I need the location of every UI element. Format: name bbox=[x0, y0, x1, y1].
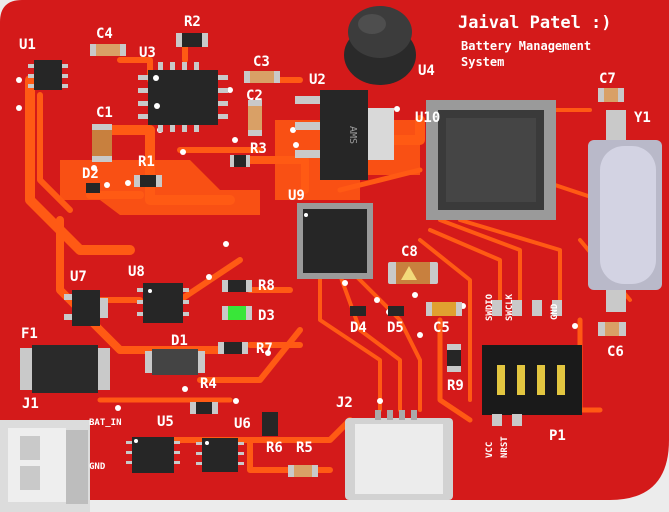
label-c3: C3 bbox=[253, 54, 270, 70]
label-u8: U8 bbox=[128, 264, 145, 280]
chip-u2: AMS bbox=[295, 90, 394, 180]
pin-label-bat-in: BAT_IN bbox=[89, 418, 122, 428]
pin1-markers bbox=[134, 75, 308, 445]
passives bbox=[86, 33, 626, 477]
label-u9: U9 bbox=[288, 188, 305, 204]
label-u1: U1 bbox=[19, 37, 36, 53]
label-c4: C4 bbox=[96, 26, 113, 42]
label-r2: R2 bbox=[184, 14, 201, 30]
label-r8: R8 bbox=[258, 278, 275, 294]
header-p1 bbox=[482, 300, 582, 426]
board-subtitle-1: Battery Management bbox=[461, 39, 591, 53]
label-d4: D4 bbox=[350, 320, 367, 336]
label-r6: R6 bbox=[266, 440, 283, 456]
connector-j2 bbox=[345, 410, 453, 500]
label-j1: J1 bbox=[22, 396, 39, 412]
label-u6: U6 bbox=[234, 416, 251, 432]
crystal-y1 bbox=[588, 110, 662, 312]
pin-label-gnd-j1: GND bbox=[89, 462, 106, 472]
u2-marking: AMS bbox=[347, 126, 358, 144]
chip-u6 bbox=[196, 438, 244, 472]
chip-u8 bbox=[137, 283, 189, 323]
chip-u10 bbox=[426, 100, 556, 220]
label-j2: J2 bbox=[336, 395, 353, 411]
label-r9: R9 bbox=[447, 378, 464, 394]
chip-u5 bbox=[126, 437, 180, 473]
pin-label-vcc: VCC bbox=[485, 442, 495, 458]
label-u4: U4 bbox=[418, 63, 435, 79]
label-d5: D5 bbox=[387, 320, 404, 336]
label-c7: C7 bbox=[599, 71, 616, 87]
chip-u7 bbox=[64, 290, 108, 326]
chip-u9 bbox=[297, 203, 373, 279]
board-title: Jaival Patel :) bbox=[458, 13, 612, 33]
label-c5: C5 bbox=[433, 320, 450, 336]
label-r3: R3 bbox=[250, 141, 267, 157]
label-d2: D2 bbox=[82, 166, 99, 182]
label-r1: R1 bbox=[138, 154, 155, 170]
pin-label-nrst: NRST bbox=[500, 436, 510, 458]
pin-label-swclk: SWCLK bbox=[505, 293, 515, 321]
label-d1: D1 bbox=[171, 333, 188, 349]
label-c8: C8 bbox=[401, 244, 418, 260]
board-subtitle-2: System bbox=[461, 55, 504, 69]
label-u3: U3 bbox=[139, 45, 156, 61]
pin-label-gnd-p1: GND bbox=[550, 303, 560, 320]
label-c1: C1 bbox=[96, 105, 113, 121]
label-r7: R7 bbox=[256, 341, 273, 357]
connector-j1 bbox=[0, 420, 90, 512]
chip-u1 bbox=[28, 60, 68, 90]
chip-u3 bbox=[138, 62, 228, 132]
copper-pour bbox=[60, 160, 260, 215]
pin-label-swdio: SWDIO bbox=[485, 293, 495, 321]
label-u2: U2 bbox=[309, 72, 326, 88]
label-r4: R4 bbox=[200, 376, 217, 392]
label-c6: C6 bbox=[607, 344, 624, 360]
label-p1: P1 bbox=[549, 428, 566, 444]
label-u10: U10 bbox=[415, 110, 440, 126]
diode-d1 bbox=[145, 349, 205, 375]
label-f1: F1 bbox=[21, 326, 38, 342]
label-u5: U5 bbox=[157, 414, 174, 430]
component-u4-cylinder bbox=[344, 6, 416, 85]
label-y1: Y1 bbox=[634, 110, 651, 126]
label-c2: C2 bbox=[246, 88, 263, 104]
label-d3: D3 bbox=[258, 308, 275, 324]
label-r5: R5 bbox=[296, 440, 313, 456]
fuse-f1 bbox=[20, 345, 110, 393]
label-u7: U7 bbox=[70, 269, 87, 285]
